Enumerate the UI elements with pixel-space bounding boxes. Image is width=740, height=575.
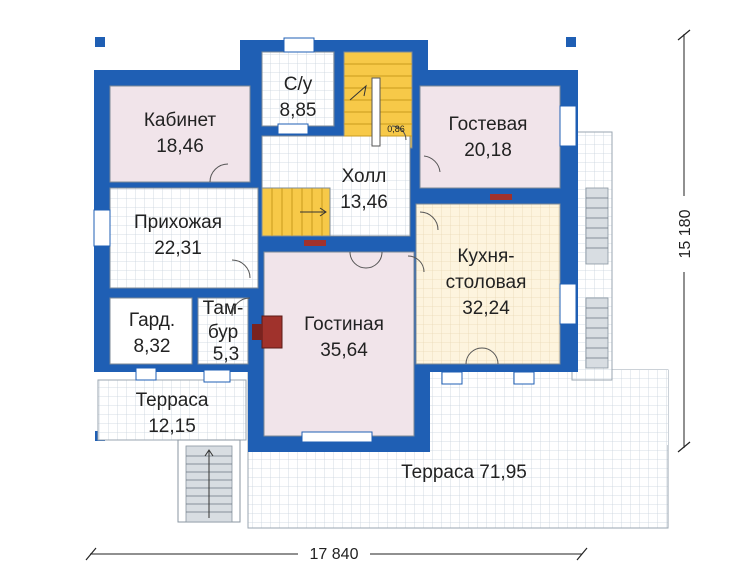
label-tambur-line2: бур xyxy=(208,322,238,343)
room-tambur xyxy=(197,297,249,365)
label-kabinet-area: 18,46 xyxy=(156,136,204,157)
dimension-height-label: 15 180 xyxy=(677,209,694,258)
label-gostevaya-area: 20,18 xyxy=(464,140,512,161)
label-terrasa-big: Терраса 71,95 xyxy=(401,462,527,483)
label-prihozhaya-name: Прихожая xyxy=(134,212,222,233)
terrace-small xyxy=(97,379,247,441)
room-labels: Кабинет 18,46 С/у 8,85 Гостевая 20,18 Хо… xyxy=(129,74,528,483)
label-terrasa-small-name: Терраса xyxy=(136,390,209,411)
room-prihozhaya xyxy=(109,187,259,289)
label-holl-name: Холл xyxy=(342,166,387,187)
label-kuhnya-line1: Кухня- xyxy=(457,246,514,267)
label-kabinet-name: Кабинет xyxy=(144,110,217,131)
label-gostinaya-name: Гостиная xyxy=(304,314,384,335)
vents xyxy=(304,194,512,246)
room-su xyxy=(261,51,335,127)
label-holl-area: 13,46 xyxy=(340,192,388,213)
label-gostevaya-name: Гостевая xyxy=(449,114,528,135)
dimension-width: 17 840 xyxy=(85,544,588,563)
side-stairs xyxy=(585,187,609,369)
label-tambur-line1: Там- xyxy=(203,298,244,319)
label-terrasa-small-area: 12,15 xyxy=(148,416,196,437)
label-prihozhaya-area: 22,31 xyxy=(154,238,202,259)
label-su-name: С/у xyxy=(284,74,313,95)
room-gostevaya xyxy=(419,85,561,189)
windows xyxy=(93,37,577,443)
fireplace-front xyxy=(252,324,262,340)
dimension-width-label: 17 840 xyxy=(310,546,359,563)
doors xyxy=(209,125,499,365)
stair-well xyxy=(371,77,381,147)
label-gard-area: 8,32 xyxy=(134,336,171,357)
entrance-steps xyxy=(177,439,241,523)
room-kabinet xyxy=(109,85,251,183)
room-gard xyxy=(109,297,193,365)
label-tambur-area: 5,3 xyxy=(213,344,239,365)
column xyxy=(95,37,105,47)
room-gostinaya xyxy=(263,251,415,437)
label-gard-name: Гард. xyxy=(129,310,175,331)
hall-stair xyxy=(261,187,331,237)
label-kuhnya-area: 32,24 xyxy=(462,298,510,319)
fireplace xyxy=(261,315,283,349)
label-gostinaya-area: 35,64 xyxy=(320,340,368,361)
label-stair-mark: 0,86 xyxy=(387,124,405,134)
stair-arrow xyxy=(349,84,367,101)
label-su-area: 8,85 xyxy=(280,100,317,121)
room-kuhnya xyxy=(415,203,561,365)
column xyxy=(566,37,576,47)
label-kuhnya-line2: столовая xyxy=(446,272,527,293)
dimension-height: 15 180 xyxy=(674,29,694,453)
